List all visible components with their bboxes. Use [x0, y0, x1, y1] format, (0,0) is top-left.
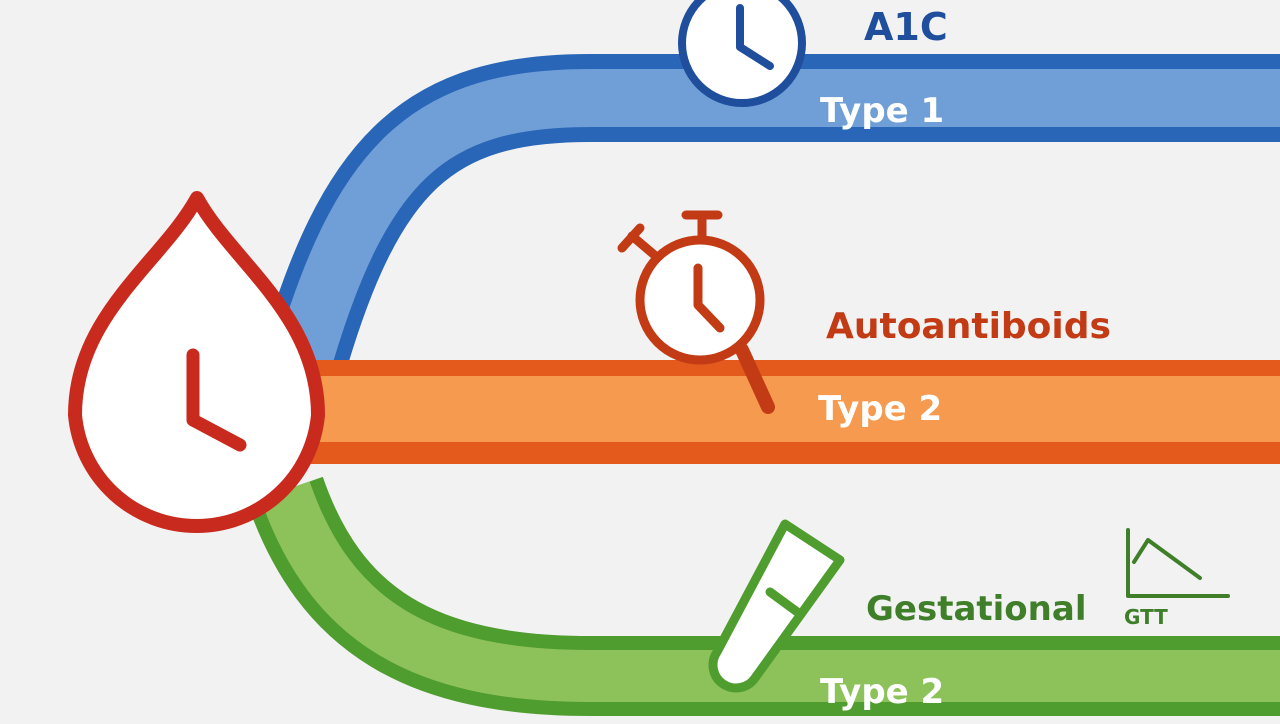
stopwatch-magnifier-icon	[617, 210, 775, 414]
path-type2-label: Type 2	[818, 389, 942, 429]
test-tube-icon	[708, 519, 845, 693]
marker-label-a1c: A1C	[864, 5, 948, 49]
blood-drop-clock-icon	[68, 191, 325, 533]
path-type2: Type 2	[300, 360, 1280, 464]
path-gestational-band-inner	[260, 481, 1280, 702]
clock-hands	[186, 348, 247, 452]
path-type2-band-inner	[300, 376, 1280, 442]
gtt-chart-icon	[1126, 528, 1230, 598]
path-gestational: Type 2	[247, 476, 1280, 716]
clock-icon	[678, 0, 806, 107]
path-type1-label: Type 1	[820, 91, 944, 131]
path-gestational-band-label: Type 2	[820, 672, 944, 712]
path-type1-band-inner	[272, 69, 1280, 380]
gtt-label: GTT	[1124, 605, 1168, 629]
path-type1: Type 1	[257, 54, 1280, 384]
marker-label-autoantibodies: Autoantiboids	[826, 306, 1111, 347]
marker-label-gestational: Gestational	[866, 589, 1086, 629]
